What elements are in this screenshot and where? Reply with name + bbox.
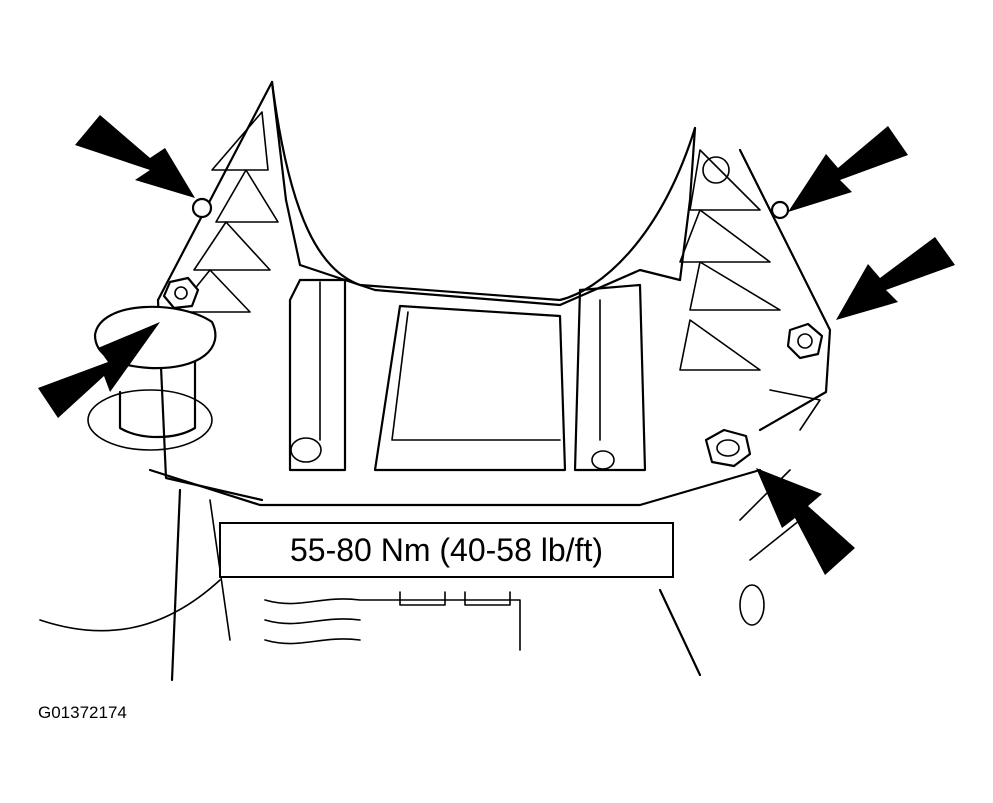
bolt-right-lower	[704, 428, 752, 468]
torque-callout-text: 55-80 Nm (40-58 lb/ft)	[289, 531, 603, 568]
bolt-right-upper	[770, 200, 790, 220]
bolt-left-lower	[162, 276, 200, 310]
figure-code: G01372174	[38, 703, 127, 722]
bolt-left-upper	[191, 197, 213, 219]
arrow-icon	[75, 115, 195, 198]
right-bracket	[678, 126, 832, 432]
torque-callout-box: 55-80 Nm (40-58 lb/ft)	[219, 522, 674, 578]
arrow-icon	[756, 468, 855, 575]
bolt-right-middle	[786, 322, 824, 360]
arrow-icon	[38, 322, 160, 418]
crossmember	[39, 80, 801, 682]
arrow-icon	[836, 237, 955, 320]
arrow-icon	[788, 126, 908, 212]
